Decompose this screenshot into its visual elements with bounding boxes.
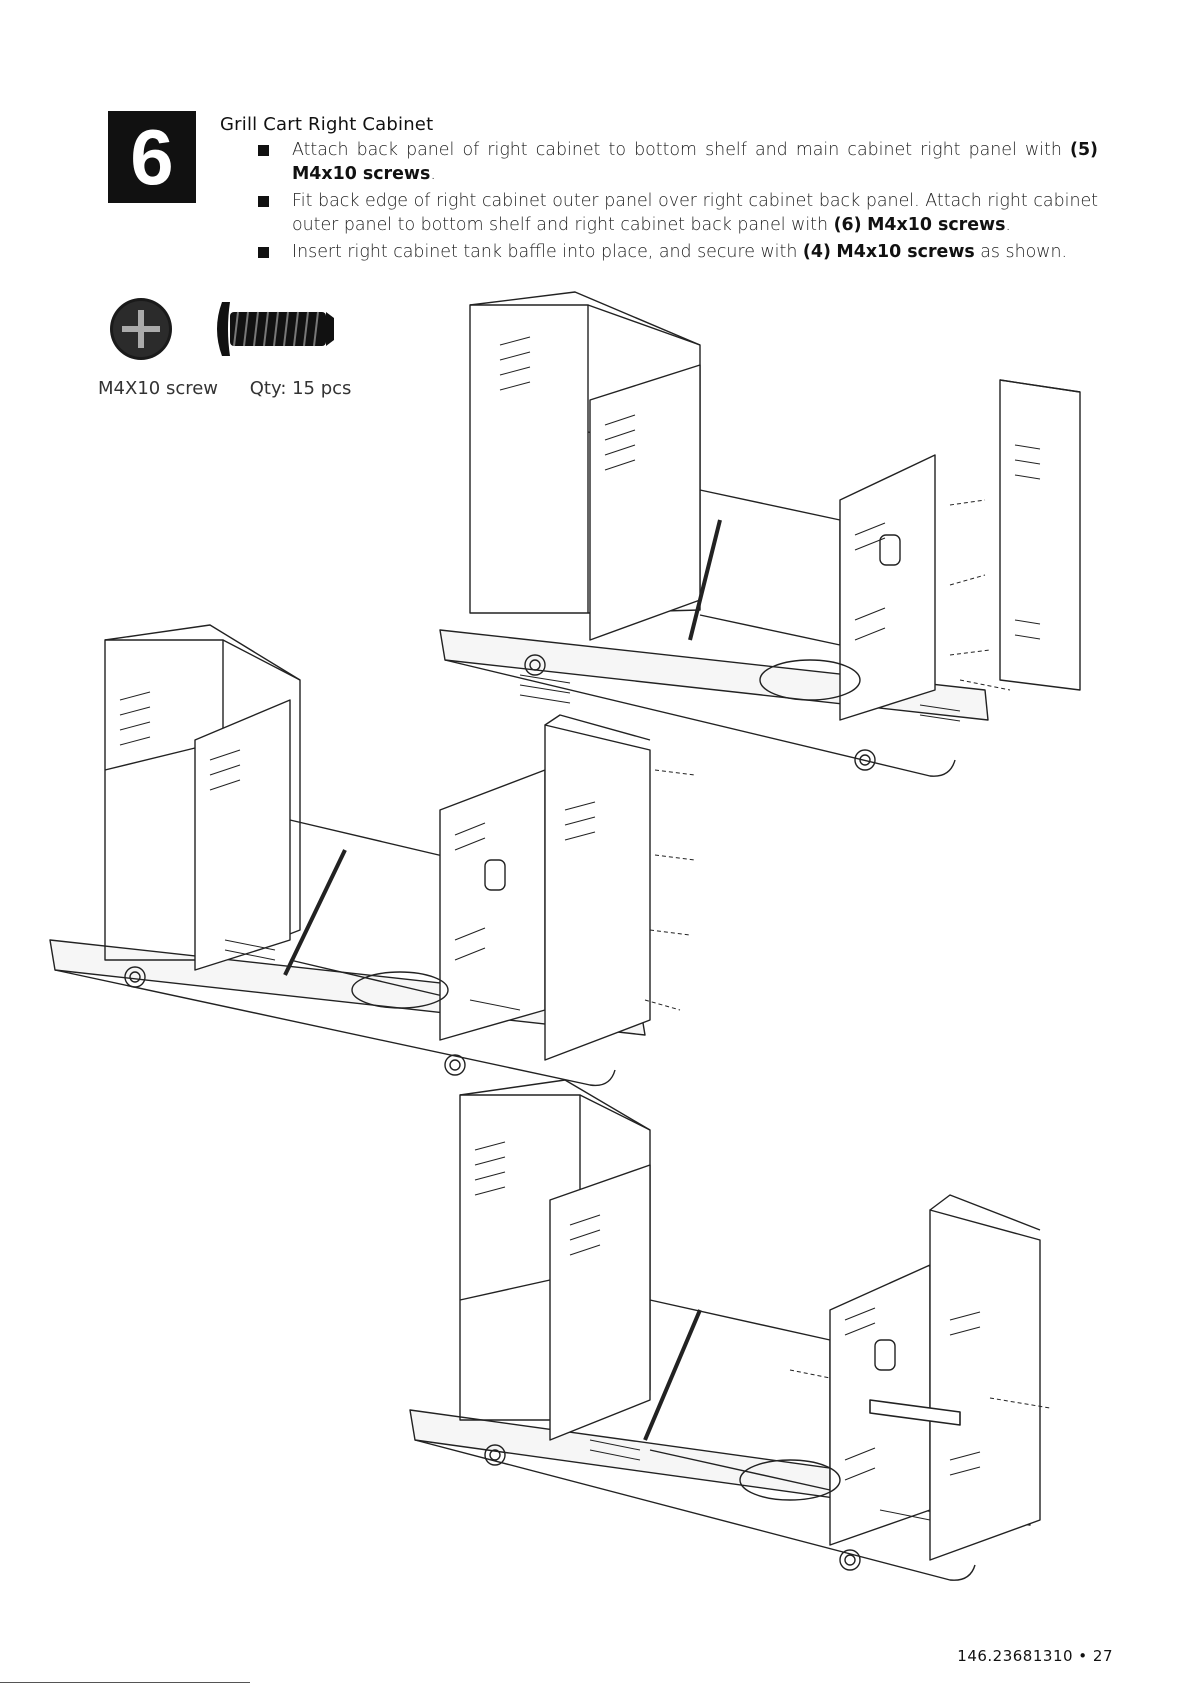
instruction-item: Fit back edge of right cabinet outer pan…	[252, 189, 1098, 237]
hardware-label: M4X10 screw Qty: 15 pcs	[98, 378, 377, 399]
page-number: 146.23681310 • 27	[957, 1647, 1113, 1665]
figure-outer-panel-attachment	[49, 624, 696, 1087]
figure-tank-baffle-insertion	[409, 1079, 1051, 1581]
hardware-name: M4X10 screw	[98, 378, 219, 399]
hardware-quantity: Qty: 15 pcs	[249, 378, 352, 399]
step-number-badge: 6	[108, 111, 196, 203]
instruction-item: Insert right cabinet tank baffle into pl…	[252, 240, 1098, 264]
instruction-item: Attach back panel of right cabinet to bo…	[252, 138, 1098, 186]
section-title: Grill Cart Right Cabinet	[220, 114, 434, 135]
screw-icon	[110, 298, 334, 360]
instruction-list: Attach back panel of right cabinet to bo…	[252, 138, 1098, 267]
figure-back-panel-attachment	[439, 291, 1081, 777]
